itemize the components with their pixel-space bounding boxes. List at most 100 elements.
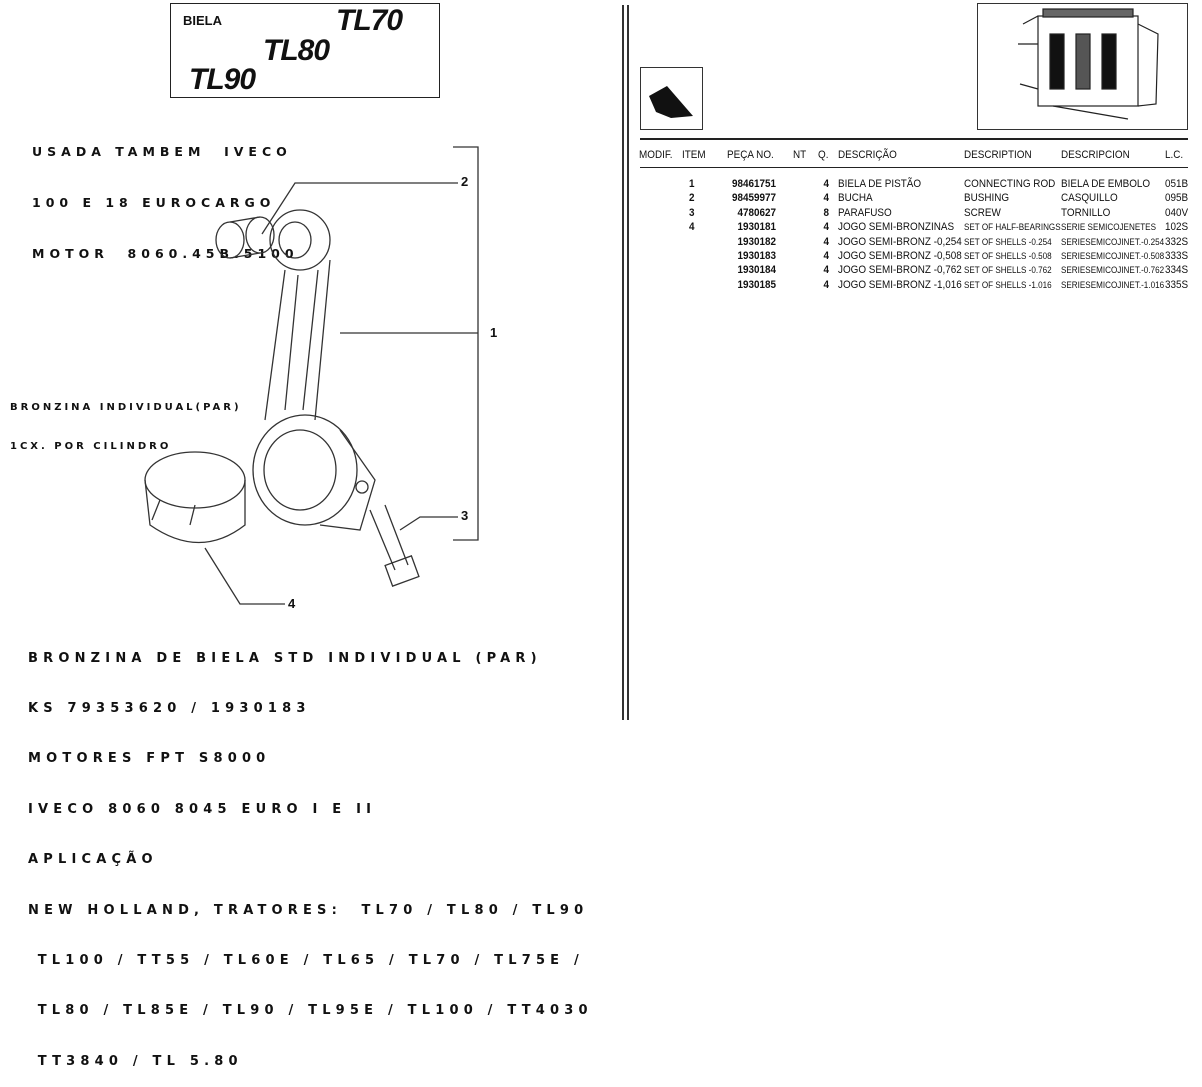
cell-part: 1930184 bbox=[737, 264, 776, 277]
title-label: BIELA bbox=[183, 13, 222, 28]
cell-desc-en: SET OF SHELLS -0.762 bbox=[964, 265, 1052, 276]
engine-icon bbox=[1018, 8, 1159, 120]
table-header-rule bbox=[640, 167, 1188, 168]
cell-desc-pt: JOGO SEMI-BRONZ -0,762 bbox=[838, 264, 962, 277]
cell-desc-es: SERIESEMICOJINET.-0.762 bbox=[1061, 265, 1165, 276]
bushing-part bbox=[215, 216, 275, 259]
cell-q: 8 bbox=[823, 206, 829, 219]
cell-item: 4 bbox=[689, 221, 695, 234]
cell-desc-en: SET OF SHELLS -1.016 bbox=[964, 279, 1052, 290]
title-box: BIELA TL70 TL80 TL90 bbox=[170, 3, 440, 98]
cell-desc-es: SERIESEMICOJINET.-0.508 bbox=[1061, 251, 1165, 261]
divider bbox=[627, 5, 629, 720]
cell-part: 98461751 bbox=[731, 178, 776, 190]
note-line: USADA TAMBEM IVECO bbox=[32, 144, 292, 159]
cell-item: 1 bbox=[689, 178, 695, 190]
model-tl80: TL80 bbox=[263, 34, 330, 67]
note-bottom: BRONZINA DE BIELA STD INDIVIDUAL (PAR) K… bbox=[28, 617, 593, 1087]
note-line: APLICAÇÃO bbox=[28, 852, 158, 868]
table-row[interactable]: 4 1930181 4 JOGO SEMI-BRONZINAS SET OF HALF-… bbox=[0, 220, 1202, 234]
cell-lc: 102S bbox=[1165, 221, 1189, 234]
note-line: BRONZINA INDIVIDUAL(PAR) bbox=[10, 402, 242, 413]
cell-q: 4 bbox=[823, 178, 829, 190]
note-line: KS 79353620 / 1930183 bbox=[28, 700, 311, 716]
cell-desc-en: SET OF SHELLS -0.508 bbox=[964, 251, 1052, 261]
header-part: PEÇA NO. bbox=[727, 149, 774, 161]
cell-desc-pt: PARAFUSO bbox=[838, 206, 892, 219]
table-top-rule bbox=[640, 138, 1188, 140]
note-line: TL80 / TL85E / TL90 / TL95E / TL100 / TT… bbox=[28, 1003, 593, 1019]
cell-lc: 040V bbox=[1165, 206, 1189, 219]
note-line: 1CX. POR CILINDRO bbox=[10, 441, 172, 452]
cell-lc: 095B bbox=[1165, 192, 1189, 205]
note-line: IVECO 8060 8045 EURO I E II bbox=[28, 801, 377, 817]
cell-part: 1930182 bbox=[737, 235, 776, 248]
note-line: MOTORES FPT S8000 bbox=[28, 751, 271, 767]
cell-desc-en: SET OF HALF-BEARINGS bbox=[964, 222, 1061, 233]
cell-desc-es: BIELA DE EMBOLO bbox=[1061, 178, 1151, 190]
note-line: TL100 / TT55 / TL60E / TL65 / TL70 / TL7… bbox=[28, 952, 584, 968]
cell-desc-en: SET OF SHELLS -0.254 bbox=[964, 236, 1052, 247]
cell-item: 2 bbox=[689, 192, 695, 205]
arrow-icon bbox=[649, 86, 693, 118]
cell-part: 1930185 bbox=[737, 278, 776, 291]
cell-desc-es: SERIESEMICOJINET.-0.254 bbox=[1061, 236, 1165, 247]
cell-part: 1930181 bbox=[737, 221, 776, 234]
header-q: Q. bbox=[818, 149, 829, 161]
table-row[interactable]: 2 98459977 4 BUCHA BUSHING CASQUILLO 095B bbox=[0, 191, 1202, 205]
header-lc: L.C. bbox=[1165, 149, 1184, 161]
cell-q: 4 bbox=[823, 250, 829, 262]
header-desc-en: DESCRIPTION bbox=[964, 149, 1032, 161]
header-modif: MODIF. bbox=[639, 149, 673, 161]
cell-desc-es: CASQUILLO bbox=[1061, 192, 1118, 205]
cell-q: 4 bbox=[823, 235, 829, 248]
half-bearing-part bbox=[144, 451, 246, 544]
header-desc-pt: DESCRIÇÃO bbox=[838, 149, 897, 161]
callout-2: 2 bbox=[461, 174, 468, 189]
table-row[interactable]: 1 98461751 4 BIELA DE PISTÃO CONNECTING ROD B… bbox=[0, 177, 1202, 191]
note-line: TT3840 / TL 5.80 bbox=[28, 1053, 243, 1069]
cell-lc: 334S bbox=[1165, 264, 1189, 277]
rod-part bbox=[252, 209, 376, 531]
header-item: ITEM bbox=[682, 149, 706, 161]
cell-desc-en: BUSHING bbox=[964, 192, 1010, 205]
cell-desc-pt: BIELA DE PISTÃO bbox=[838, 178, 922, 190]
divider bbox=[622, 5, 624, 720]
note-line: NEW HOLLAND, TRATORES: TL70 / TL80 / TL9… bbox=[28, 902, 589, 918]
cell-desc-pt: BUCHA bbox=[838, 192, 873, 205]
bolt-part bbox=[369, 504, 420, 587]
cell-desc-es: SERIESEMICOJINET.-1.016 bbox=[1061, 279, 1165, 290]
cell-part: 1930183 bbox=[737, 250, 776, 262]
cell-desc-en: CONNECTING ROD bbox=[964, 178, 1056, 190]
navigation-arrow-button[interactable] bbox=[640, 67, 703, 130]
header-desc-es: DESCRIPCION bbox=[1061, 149, 1130, 161]
model-tl70: TL70 bbox=[336, 4, 403, 37]
note-line: BRONZINA DE BIELA STD INDIVIDUAL (PAR) bbox=[28, 650, 542, 666]
cell-desc-pt: JOGO SEMI-BRONZ -0,254 bbox=[838, 235, 962, 248]
bracket-lines bbox=[204, 146, 479, 605]
cell-part: 98459977 bbox=[731, 192, 776, 205]
cell-q: 4 bbox=[823, 221, 829, 234]
note-side: BRONZINA INDIVIDUAL(PAR) 1CX. POR CILIND… bbox=[10, 375, 242, 466]
model-tl90: TL90 bbox=[189, 63, 256, 96]
callout-3: 3 bbox=[461, 508, 468, 523]
engine-illustration bbox=[977, 3, 1188, 130]
cell-desc-es: SERIE SEMICOJENETES bbox=[1061, 222, 1156, 233]
cell-desc-pt: JOGO SEMI-BRONZINAS bbox=[838, 221, 955, 234]
cell-lc: 051B bbox=[1165, 178, 1189, 190]
note-line: 100 E 18 EUROCARGO bbox=[32, 195, 276, 210]
cell-item: 3 bbox=[689, 206, 695, 219]
cell-q: 4 bbox=[823, 192, 829, 205]
cell-lc: 335S bbox=[1165, 278, 1189, 291]
header-nt: NT bbox=[793, 149, 807, 161]
cell-q: 4 bbox=[823, 264, 829, 277]
cell-q: 4 bbox=[823, 278, 829, 291]
cell-desc-en: SCREW bbox=[964, 206, 1001, 219]
cell-desc-es: TORNILLO bbox=[1061, 206, 1111, 219]
callout-1: 1 bbox=[490, 325, 497, 340]
